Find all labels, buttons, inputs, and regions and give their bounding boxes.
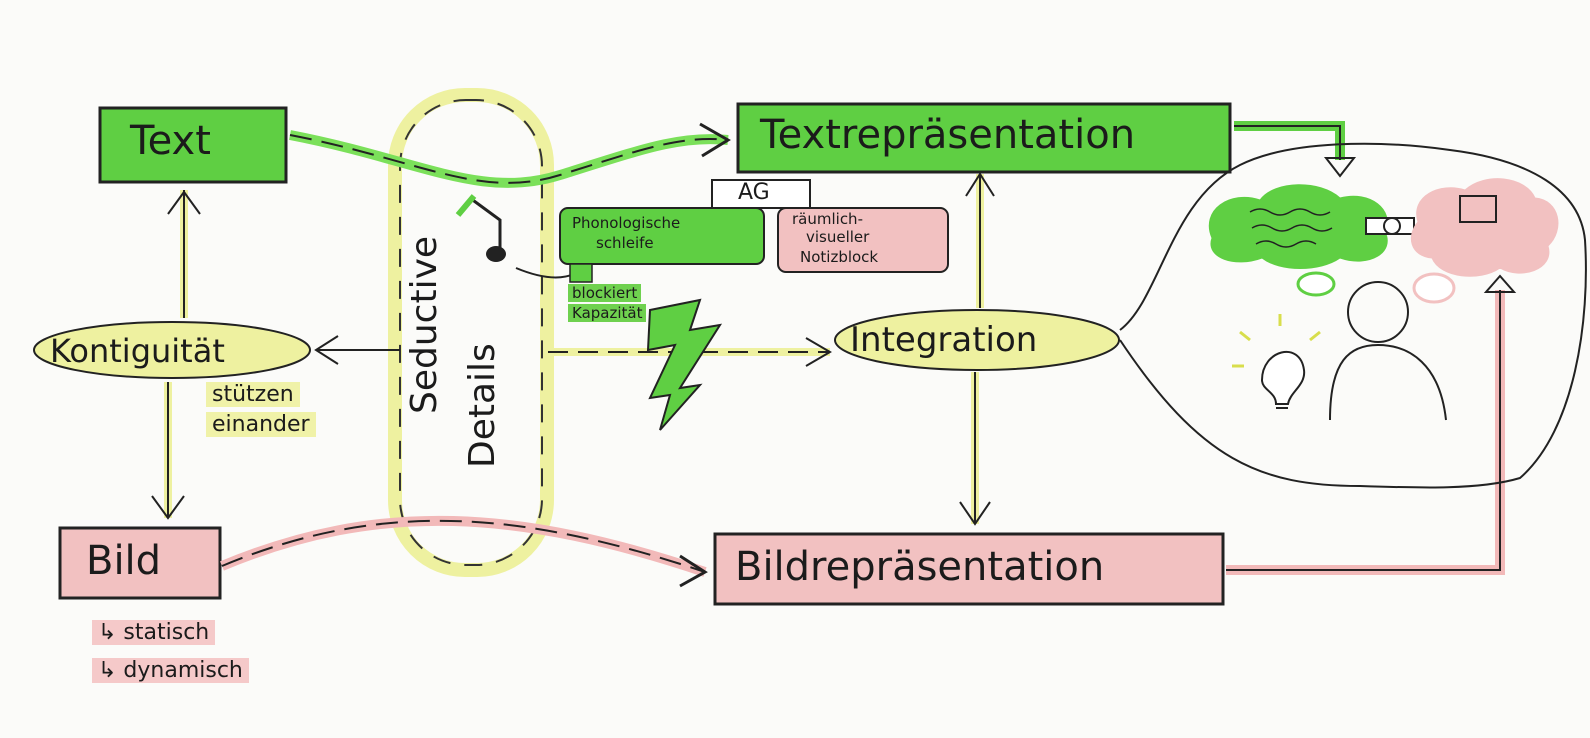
schleife-label: schleife [596, 234, 654, 252]
bild-to-bildrep-arrowhead [679, 554, 708, 588]
kontiguitaet-ellipse [33, 321, 311, 379]
small-thought-cloud-right [1412, 272, 1456, 304]
visueller-label: visueller [806, 228, 870, 246]
text-label: Text [130, 118, 211, 164]
bildrep-to-head-highlight [1226, 290, 1505, 575]
arrowhead-down-bildrep [959, 501, 991, 526]
text-to-textrep-arrowhead [699, 122, 731, 158]
textrepraesentation-label: Textrepräsentation [760, 112, 1136, 158]
seductive-label: Seductive [404, 235, 445, 414]
bildrepraesentation-label: Bildrepräsentation [735, 544, 1105, 590]
textrep-to-head-highlight [1234, 121, 1345, 160]
connector-icon [1365, 217, 1415, 235]
integration-label: Integration [850, 320, 1038, 360]
einander-label: einander [206, 412, 316, 437]
text-box [98, 106, 288, 184]
kapazitaet-label: Kapazität [568, 304, 647, 322]
music-note-icon [455, 194, 506, 262]
arrowhead-left-kontiguitaet [314, 335, 339, 365]
notizblock-label: Notizblock [800, 248, 879, 266]
phonologische-label: Phonologische [572, 214, 681, 232]
ag-label: AG [738, 180, 770, 205]
text-thought-cloud [1209, 184, 1388, 269]
small-thought-cloud-left [1296, 271, 1336, 297]
notizblock-box [777, 207, 949, 273]
stuetzen-label: stützen [206, 382, 300, 407]
dynamisch-label: ↳ dynamisch [92, 658, 249, 683]
head-outline [1119, 142, 1587, 489]
book-icon [1249, 208, 1333, 248]
arrowhead-down-bild [151, 495, 185, 520]
text-to-textrep-highlight [289, 130, 729, 188]
details-label: Details [462, 343, 503, 468]
blocked-x-icon [569, 263, 593, 283]
person-icon [1329, 281, 1447, 421]
arrowhead-up-text [167, 190, 201, 215]
connector-ring [1383, 217, 1401, 235]
ag-box [711, 179, 811, 209]
arrowhead-right-integration [805, 337, 832, 367]
arrowhead-up-textrep [965, 172, 995, 197]
lightbulb-icon [1232, 314, 1321, 409]
seductive-details-dashed-border [399, 99, 543, 566]
phonologische-schleife-box [559, 207, 765, 265]
seductive-details-capsule [388, 88, 554, 577]
lightning-icon [646, 298, 723, 431]
bild-label: Bild [86, 538, 162, 584]
raeumlich-label: räumlich- [792, 210, 863, 228]
textrepraesentation-box [736, 102, 1232, 174]
text-to-textrep-arrow [289, 134, 729, 184]
integration-ellipse [834, 309, 1120, 371]
image-thought-cloud [1410, 178, 1559, 277]
bildrep-to-head-arrow [1226, 290, 1501, 571]
film-icon [1459, 195, 1497, 223]
bild-box [58, 526, 222, 600]
arrowhead-down-head [1323, 157, 1357, 178]
blockiert-label: blockiert [568, 284, 642, 302]
arrowhead-up-head [1483, 274, 1517, 293]
bild-to-bildrep-arrow [221, 519, 706, 573]
bildrepraesentation-box [713, 532, 1225, 606]
textrep-to-head-arrow [1234, 125, 1341, 160]
kontiguitaet-label: Kontiguität [50, 332, 225, 370]
statisch-label: ↳ statisch [92, 620, 216, 645]
